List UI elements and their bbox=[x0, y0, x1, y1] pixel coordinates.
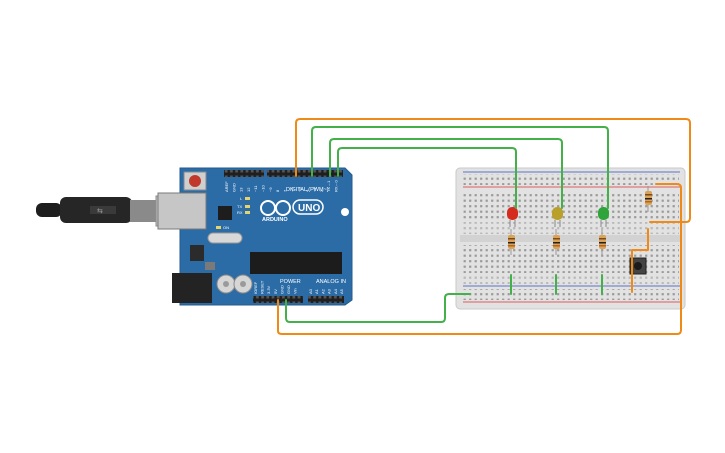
digital-header[interactable] bbox=[224, 170, 343, 177]
wire-orange-button[interactable] bbox=[295, 118, 691, 223]
pin-label: A5 bbox=[339, 288, 344, 294]
pin-label: RESET bbox=[260, 280, 265, 294]
pin-label: AREF bbox=[224, 181, 229, 192]
led-label-l: L bbox=[240, 196, 243, 201]
regulator-tab bbox=[205, 262, 215, 270]
arduino-logo: ARDUINO UNO bbox=[260, 199, 324, 223]
pin-label: 2 bbox=[319, 189, 324, 192]
led-label-rx: RX bbox=[237, 210, 243, 215]
reset-button[interactable] bbox=[183, 171, 207, 191]
pushbutton[interactable] bbox=[629, 257, 647, 275]
pin-label: ~9 bbox=[268, 187, 273, 192]
red-led[interactable] bbox=[507, 207, 518, 227]
pin-label: 7 bbox=[282, 189, 287, 192]
pin-label: ~3 bbox=[312, 187, 317, 192]
breadboard[interactable] bbox=[455, 167, 686, 310]
pin-label: A4 bbox=[333, 288, 338, 294]
analog-header[interactable] bbox=[308, 296, 344, 303]
pin-label: A1 bbox=[314, 288, 319, 294]
pin-label: 5V bbox=[273, 289, 278, 294]
led-label-tx: TX bbox=[237, 204, 242, 209]
pin-label: GND bbox=[231, 183, 236, 192]
on-label: ON bbox=[223, 225, 229, 230]
resistor[interactable] bbox=[508, 229, 515, 255]
pin-label: ~11 bbox=[253, 185, 258, 192]
usb-socket bbox=[157, 192, 207, 230]
wire-green-led-yellow[interactable] bbox=[329, 138, 563, 209]
center-channel bbox=[460, 235, 682, 242]
svg-text:⇆: ⇆ bbox=[97, 207, 103, 215]
pin-label: Vin bbox=[293, 288, 298, 294]
pin-label: ~6 bbox=[290, 187, 295, 192]
pin-label: GND bbox=[286, 285, 291, 294]
brand-label: ARDUINO bbox=[262, 217, 288, 223]
pin-label: 3.3V bbox=[266, 285, 271, 294]
wire-green-led-green[interactable] bbox=[311, 126, 609, 209]
pin-label: RX←0 bbox=[334, 179, 339, 192]
wire-green-led-red[interactable] bbox=[337, 147, 517, 209]
power-rail-top[interactable] bbox=[463, 174, 679, 185]
model-label: UNO bbox=[298, 203, 320, 214]
power-rail-bottom[interactable] bbox=[463, 289, 679, 300]
pin-label: 8 bbox=[275, 189, 280, 192]
wire-orange-5v[interactable] bbox=[277, 183, 682, 335]
regulator bbox=[190, 245, 204, 261]
resistor[interactable] bbox=[553, 229, 560, 255]
power-jack bbox=[172, 273, 212, 303]
pin-label: ~5 bbox=[297, 187, 302, 192]
terminal-strip-top[interactable] bbox=[463, 193, 679, 221]
power-header-label: POWER bbox=[280, 279, 301, 285]
capacitor bbox=[233, 274, 253, 294]
wire-orange-resistor-button[interactable] bbox=[631, 228, 649, 293]
pin-label: 13 bbox=[239, 187, 244, 192]
pin-label: 4 bbox=[304, 189, 309, 192]
capacitor bbox=[216, 274, 236, 294]
pin-label: GND bbox=[279, 285, 284, 294]
pin-label: TX→1 bbox=[326, 180, 331, 192]
onboard-leds: L TX RX ON bbox=[216, 196, 250, 230]
mounting-hole bbox=[341, 208, 349, 216]
crystal bbox=[207, 232, 243, 244]
green-led[interactable] bbox=[598, 207, 609, 227]
atmega-chip bbox=[250, 252, 342, 274]
pin-label: A2 bbox=[320, 288, 325, 294]
pin-label: A3 bbox=[327, 288, 332, 294]
pin-label: A0 bbox=[308, 288, 313, 294]
pin-label: IOREF bbox=[253, 281, 258, 294]
pin-label: 12 bbox=[246, 187, 251, 192]
wire-green-ground[interactable] bbox=[285, 293, 471, 323]
digital-header-label: DIGITAL (PWM~) bbox=[286, 187, 329, 193]
yellow-led[interactable] bbox=[552, 207, 563, 227]
resistor[interactable] bbox=[645, 186, 652, 212]
analog-header-label: ANALOG IN bbox=[316, 279, 346, 285]
usb-chip bbox=[218, 206, 232, 220]
resistor[interactable] bbox=[599, 229, 606, 255]
pin-label: ~10 bbox=[261, 184, 266, 192]
